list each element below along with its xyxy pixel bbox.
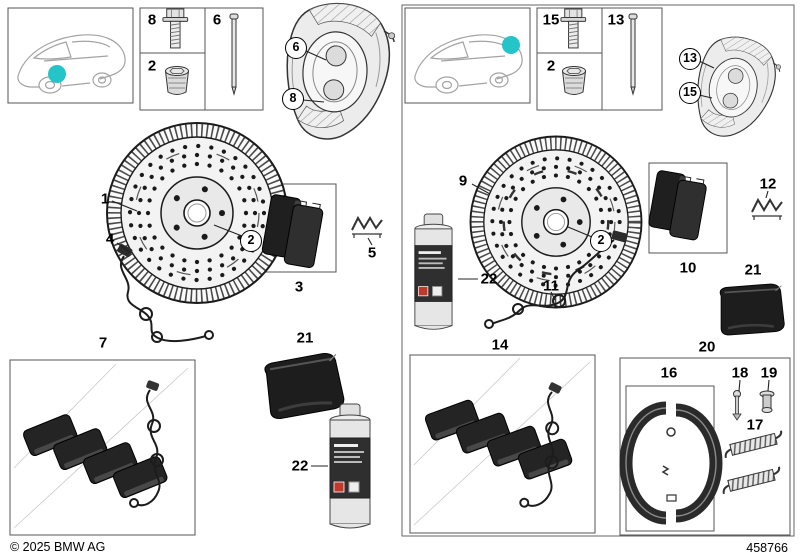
callout-2-circled-rear[interactable]: 2: [590, 230, 612, 252]
highlight-dot-rear: [502, 36, 520, 54]
callout-11[interactable]: 11: [543, 277, 559, 295]
callout-15-circled[interactable]: 15: [679, 82, 701, 104]
callout-6-cell[interactable]: 6: [212, 11, 222, 29]
callout-22-rear[interactable]: 22: [480, 270, 498, 288]
callout-7[interactable]: 7: [98, 334, 108, 352]
socket-plug-icon-right: [562, 66, 586, 95]
callout-17[interactable]: 17: [746, 416, 764, 434]
callout-12[interactable]: 12: [759, 175, 777, 193]
callout-3[interactable]: 3: [294, 278, 304, 296]
leader-lines: [111, 50, 770, 467]
callout-21-rear[interactable]: 21: [744, 261, 762, 279]
callout-6-circled[interactable]: 6: [285, 37, 307, 59]
callout-22-front[interactable]: 22: [291, 457, 309, 475]
grease-packet-icon-rear: [718, 282, 786, 337]
callout-5[interactable]: 5: [367, 244, 377, 262]
diagram-number: 458766: [746, 541, 788, 555]
callout-10[interactable]: 10: [679, 259, 697, 277]
pad-clip-icon-front: [351, 217, 383, 239]
callout-8-circled[interactable]: 8: [282, 88, 304, 110]
callout-1[interactable]: 1: [100, 190, 110, 208]
callout-16[interactable]: 16: [660, 364, 678, 382]
wear-sensor-icon-front: [117, 243, 214, 343]
pad-kit-icon-rear: [413, 357, 591, 526]
callout-4[interactable]: 4: [105, 230, 115, 248]
callout-2-cell-right[interactable]: 2: [546, 57, 556, 75]
brake-disc-icon-front: [107, 123, 287, 303]
callout-14[interactable]: 14: [491, 336, 509, 354]
callout-18[interactable]: 18: [731, 364, 749, 382]
spray-can-icon-front: [329, 403, 371, 529]
callout-13-cell[interactable]: 13: [607, 11, 625, 29]
callout-20[interactable]: 20: [698, 338, 716, 356]
callout-8-cell[interactable]: 8: [147, 11, 157, 29]
callout-19[interactable]: 19: [760, 364, 778, 382]
cup-washer-icon: [759, 390, 775, 413]
copyright-text: © 2025 BMW AG: [10, 540, 106, 554]
spray-can-icon-rear: [414, 213, 453, 330]
callout-9[interactable]: 9: [458, 172, 468, 190]
callout-2-cell-left[interactable]: 2: [147, 57, 157, 75]
wear-sensor-icon-rear: [484, 230, 628, 329]
brake-shoes-icon: [619, 401, 723, 525]
socket-plug-icon-left: [165, 66, 189, 95]
pad-clip-icon-rear: [751, 199, 783, 221]
brake-caliper-icon-front: [281, 0, 398, 144]
highlight-dot-front: [48, 65, 66, 83]
grease-packet-icon-front: [262, 350, 347, 422]
callout-13-circled[interactable]: 13: [679, 48, 701, 70]
brake-caliper-icon-rear: [687, 30, 786, 146]
callout-2-circled-front[interactable]: 2: [240, 230, 262, 252]
pad-kit-icon-front: [13, 363, 189, 529]
right-panel-border: [401, 4, 795, 537]
callout-15-cell[interactable]: 15: [542, 11, 560, 29]
callout-21-front[interactable]: 21: [296, 329, 314, 347]
retainer-pin-icon: [732, 390, 742, 421]
